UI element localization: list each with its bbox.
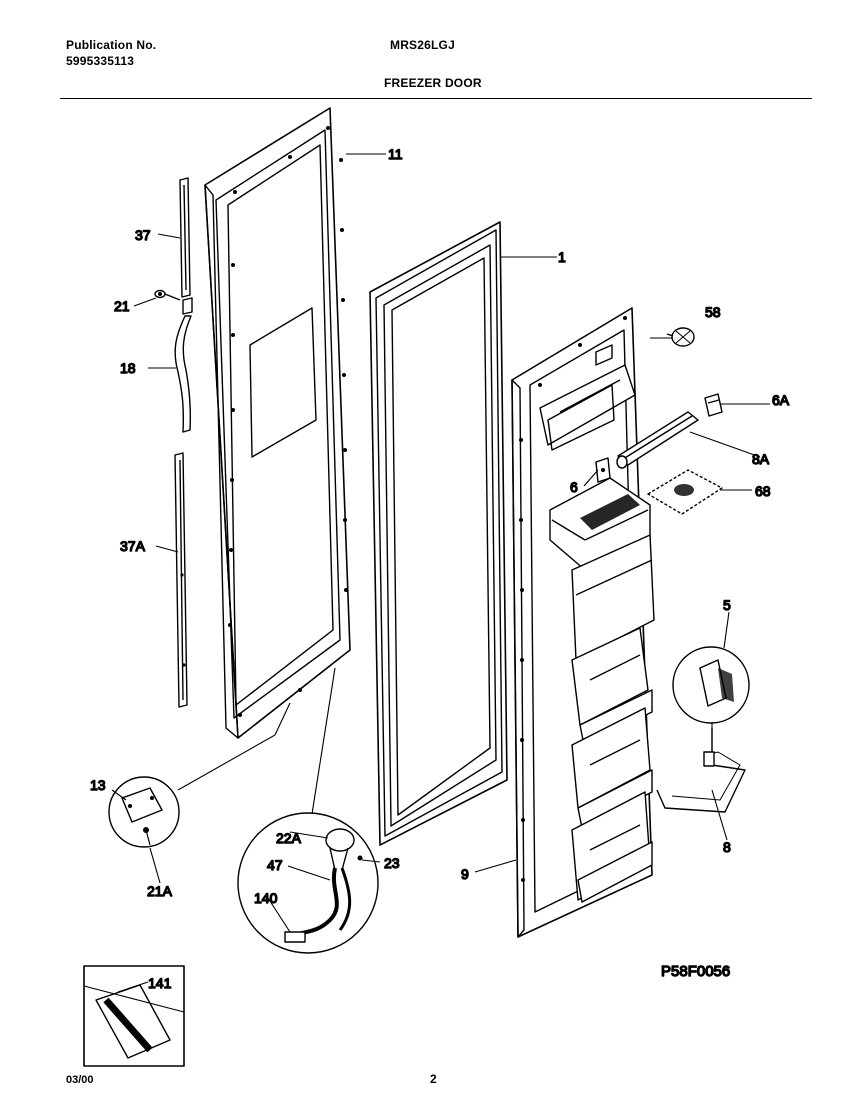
callout-9: 9: [461, 866, 469, 882]
callout-23: 23: [384, 855, 400, 871]
page-number: 2: [430, 1072, 437, 1086]
callout-141: 141: [148, 975, 172, 991]
leader-lines: [111, 153, 770, 993]
callout-21A: 21A: [147, 883, 173, 899]
part-37-trim-strip: [179, 177, 191, 298]
callout-22A: 22A: [276, 830, 302, 846]
part-6A-clip: [704, 393, 723, 417]
part-13-detail-circle: [108, 776, 180, 848]
diagram-code: P58F0056: [661, 963, 730, 980]
publication-label: Publication No.: [66, 38, 157, 52]
callout-58: 58: [705, 304, 721, 320]
callout-37: 37: [135, 227, 151, 243]
callout-68: 68: [755, 483, 771, 499]
callout-1: 1: [558, 249, 566, 265]
callout-13: 13: [90, 777, 106, 793]
part-9-door-shelf-assembly: [511, 307, 655, 938]
part-18-hinge-bracket: [174, 297, 193, 433]
part-8A-rod: [616, 411, 699, 469]
publication-number: 5995335113: [66, 54, 135, 68]
part-11-door-panel: [204, 107, 351, 739]
part-37A-trim-strip: [174, 452, 188, 708]
callout-18: 18: [120, 360, 136, 376]
part-8-shelf-retainer: [656, 728, 746, 813]
callout-6A: 6A: [772, 392, 790, 408]
callout-5: 5: [723, 597, 731, 613]
callout-47: 47: [267, 857, 283, 873]
revision-date: 03/00: [66, 1074, 94, 1086]
callout-21: 21: [114, 298, 130, 314]
section-title: FREEZER DOOR: [384, 76, 482, 90]
part-5-detail-circle: [672, 646, 750, 724]
callout-140: 140: [254, 890, 278, 906]
callout-6: 6: [570, 479, 578, 495]
callout-37A: 37A: [120, 538, 146, 554]
part-1-door-gasket: [369, 221, 508, 846]
part-68-dispenser-plate: [647, 469, 723, 515]
callout-11: 11: [388, 146, 403, 162]
part-58-screw: [666, 327, 695, 347]
header-rule: [60, 98, 812, 99]
callout-8A: 8A: [752, 451, 770, 467]
model-number: MRS26LGJ: [390, 38, 455, 52]
part-6-clip: [595, 457, 611, 483]
part-21-screw: [154, 289, 181, 301]
callout-8: 8: [723, 839, 731, 855]
part-22A-detail-circle: [237, 812, 379, 954]
part-141-inset: [83, 965, 185, 1067]
